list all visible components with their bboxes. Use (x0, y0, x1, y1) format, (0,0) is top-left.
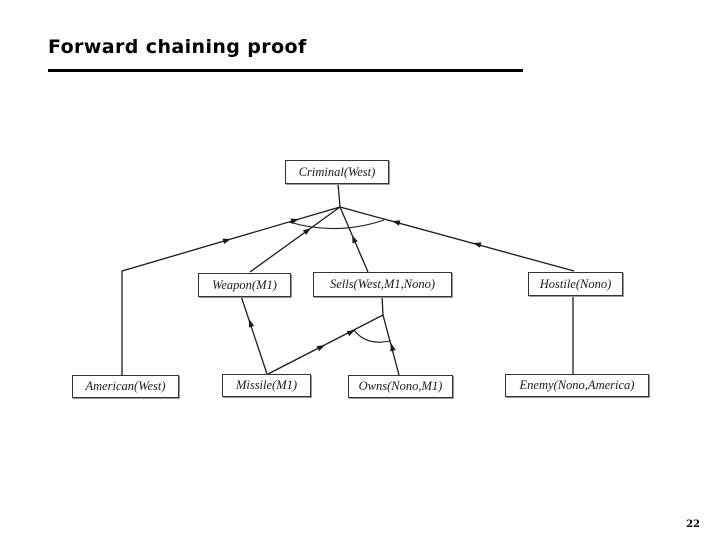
node-owns-nono-m1: Owns(Nono,M1) (348, 375, 453, 398)
node-label: Enemy(Nono,America) (519, 378, 635, 392)
edge-sells-stub (381, 295, 384, 316)
and-arc-criminal (288, 219, 385, 230)
node-weapon-m1: Weapon(M1) (198, 273, 291, 297)
node-label: Weapon(M1) (212, 277, 277, 292)
node-label: Missile(M1) (235, 378, 298, 392)
node-label: Hostile(Nono) (539, 276, 612, 291)
node-sells-west-m1-nono: Sells(West,M1,Nono) (313, 272, 452, 297)
node-hostile-nono: Hostile(Nono) (528, 272, 623, 296)
node-label: Owns(Nono,M1) (358, 379, 443, 393)
slide-title: Forward chaining proof (48, 36, 307, 58)
node-american-west: American(West) (72, 375, 179, 398)
edge-arrowheads (222, 218, 482, 352)
node-criminal-west: Criminal(West) (285, 160, 389, 184)
edge-junction2-missile (267, 314, 384, 375)
edge-junction-american (121, 206, 341, 375)
edge-junction-hostile (339, 206, 575, 272)
node-label: American(West) (85, 379, 166, 393)
edge-weapon-missile (240, 295, 268, 375)
edge-criminal-stub (337, 183, 341, 208)
title-underline (48, 69, 523, 72)
node-label: Criminal(West) (298, 164, 376, 179)
node-label: Sells(West,M1,Nono) (329, 277, 436, 291)
node-missile-m1: Missile(M1) (222, 374, 311, 397)
and-arc-sells (353, 329, 391, 343)
edge-junction-weapon (249, 206, 341, 273)
node-enemy-nono-america: Enemy(Nono,America) (505, 374, 649, 397)
page-number: 22 (686, 519, 700, 530)
